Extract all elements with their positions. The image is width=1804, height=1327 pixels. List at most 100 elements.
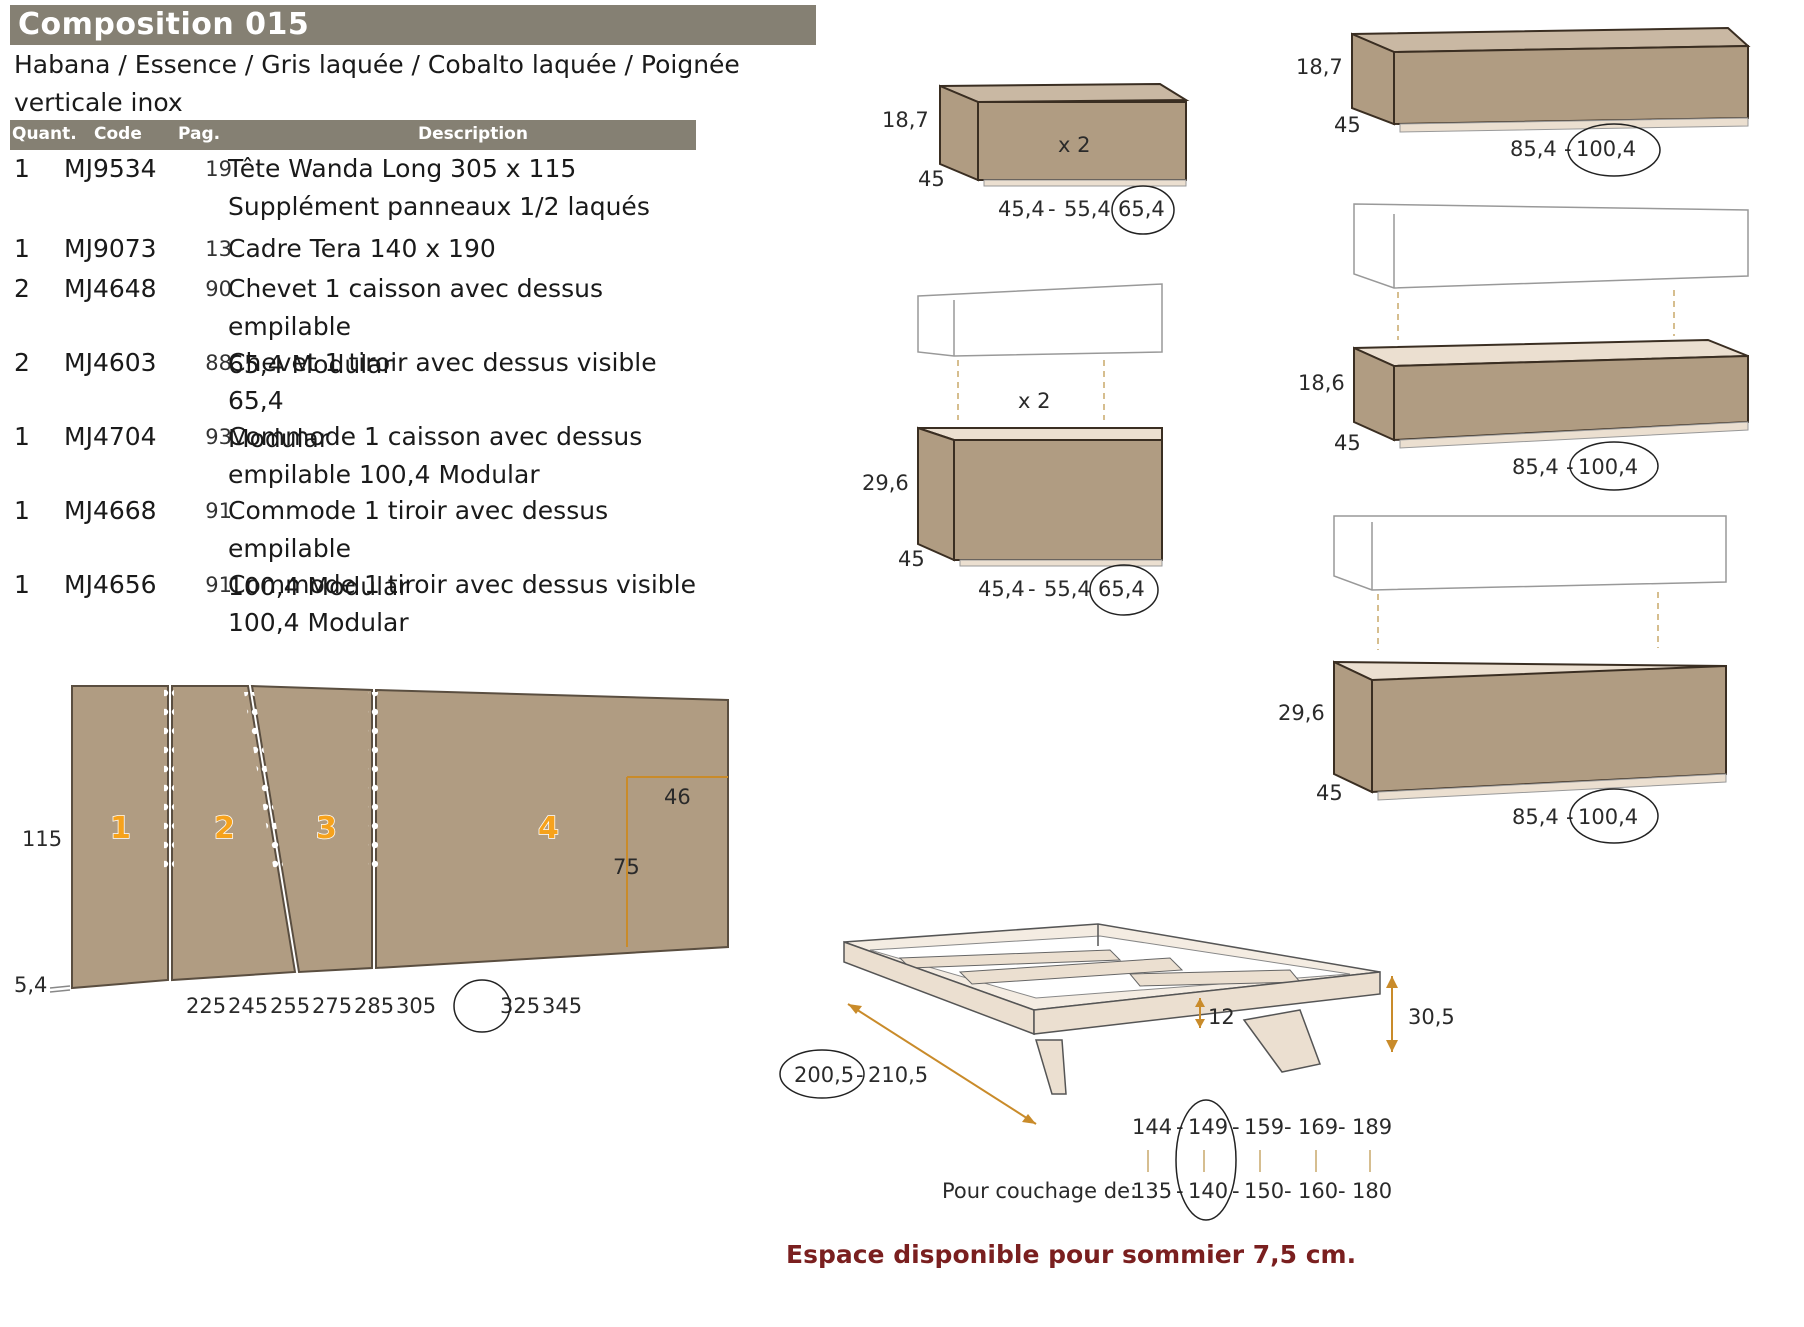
svg-text:-: - <box>1028 577 1036 601</box>
svg-text:-: - <box>1232 1179 1240 1203</box>
stud-strip <box>164 688 174 873</box>
row-code: MJ9534 <box>64 154 157 183</box>
row-qty: 1 <box>14 422 30 451</box>
couchage-option: 180 <box>1352 1179 1392 1203</box>
row-code: MJ4603 <box>64 348 157 377</box>
selected-circle <box>1567 123 1661 177</box>
row-qty: 2 <box>14 348 30 377</box>
couchage-option-selected: 140 <box>1188 1179 1228 1203</box>
row-qty: 1 <box>14 570 30 599</box>
width-option: 245 <box>228 994 268 1018</box>
multiplier: x 2 <box>1058 133 1090 157</box>
dim-depth: 45 <box>898 547 925 571</box>
row-qty: 1 <box>14 234 30 263</box>
headboard-panel-3 <box>250 684 373 974</box>
svg-text:-: - <box>1338 1179 1346 1203</box>
dim-bed-height: 30,5 <box>1408 1005 1455 1029</box>
selected-circle <box>453 979 511 1033</box>
large-cabinet-bottom: 29,6 45 85,4 - 100,4 <box>1278 515 1727 844</box>
small-cabinet-bottom: x 2 29,6 45 45,4 - 55,4 65,4 <box>862 283 1163 616</box>
width-option: 144 <box>1132 1115 1172 1139</box>
dim-depth: 45 <box>918 167 945 191</box>
row-code: MJ4656 <box>64 570 157 599</box>
dim-line-length <box>847 1003 1037 1125</box>
svg-text:-: - <box>1284 1115 1292 1139</box>
width-option-selected: 100,4 <box>1576 137 1636 161</box>
width-option: 255 <box>270 994 310 1018</box>
bed-widths: 144 - 149 - 159 - 169 - 189 Pour couchag… <box>942 1099 1392 1221</box>
width-option: 85,4 <box>1512 455 1559 479</box>
svg-text:-: - <box>1338 1115 1346 1139</box>
dim-height: 18,7 <box>1296 55 1343 79</box>
dim-inner: 12 <box>1208 1005 1235 1029</box>
multiplier: x 2 <box>1018 389 1050 413</box>
panel-number-2: 2 <box>214 811 235 846</box>
dim-base: 5,4 <box>14 973 47 997</box>
col-description: Description <box>418 124 528 144</box>
svg-text:-: - <box>1284 1179 1292 1203</box>
row-page: 90 <box>205 277 232 301</box>
panel-number-3: 3 <box>316 811 337 846</box>
dim-height: 18,6 <box>1298 371 1345 395</box>
width-option: 169 <box>1298 1115 1338 1139</box>
headboard-panel-2 <box>171 685 297 982</box>
row-code: MJ9073 <box>64 234 157 263</box>
svg-text:-: - <box>1232 1115 1240 1139</box>
selected-circle <box>1569 441 1659 491</box>
dim-height: 29,6 <box>1278 701 1325 725</box>
width-option: 55,4 <box>1044 577 1091 601</box>
row-page: 88 <box>205 351 232 375</box>
small-cabinet-top: x 2 18,7 45 45,4 55,4 65,4 - <box>882 82 1190 235</box>
dim-depth: 45 <box>1334 431 1361 455</box>
dim-height: 18,7 <box>882 108 929 132</box>
svg-text:-: - <box>856 1063 864 1087</box>
headboard-panel-4 <box>375 688 729 970</box>
headboard-panel-1 <box>71 685 169 990</box>
selected-circle <box>779 1049 865 1099</box>
bed-frame-drawing: 12 30,5 200,5 - 210,5 144 - 149 - 159 - … <box>779 923 1455 1221</box>
width-option: 55,4 <box>1064 197 1111 221</box>
row-page: 91 <box>205 499 232 523</box>
headboard-drawing: 1 2 3 4 46 75 115 5,4 225 245 255 275 28… <box>14 684 729 1033</box>
stud-strip <box>368 692 378 872</box>
table-header: Quant. Code Pag. Description <box>10 120 696 150</box>
dim-inner-height: 75 <box>613 855 640 879</box>
row-qty: 1 <box>14 496 30 525</box>
col-code: Code <box>94 124 142 144</box>
width-option: 85,4 <box>1512 805 1559 829</box>
width-option: 189 <box>1352 1115 1392 1139</box>
large-cabinet-middle: 18,6 45 85,4 - 100,4 <box>1298 203 1749 491</box>
length-option: 210,5 <box>868 1063 928 1087</box>
width-option: 45,4 <box>998 197 1045 221</box>
title-bar: Composition 015 <box>10 5 816 45</box>
panel-number-4: 4 <box>538 811 559 846</box>
row-page: 19 <box>205 157 232 181</box>
width-option-selected: 149 <box>1188 1115 1228 1139</box>
large-cabinet-top: 18,7 45 85,4 - 100,4 <box>1296 26 1751 177</box>
col-quant: Quant. <box>12 124 77 144</box>
width-option-selected: 100,4 <box>1578 455 1638 479</box>
couchage-label: Pour couchage de: <box>942 1179 1137 1203</box>
drawer-outline <box>1353 203 1749 289</box>
row-page: 93 <box>205 425 232 449</box>
dim-inner-width: 46 <box>664 785 691 809</box>
row-code: MJ4648 <box>64 274 157 303</box>
width-option-selected: 65,4 <box>1118 197 1165 221</box>
width-option: 285 <box>354 994 394 1018</box>
selected-circle <box>1175 1099 1237 1221</box>
selected-circle <box>1111 185 1175 235</box>
couchage-option: 160 <box>1298 1179 1338 1203</box>
row-code: MJ4704 <box>64 422 157 451</box>
stud-strip <box>244 692 284 872</box>
row-qty: 1 <box>14 154 30 183</box>
width-option: 345 <box>542 994 582 1018</box>
row-code: MJ4668 <box>64 496 157 525</box>
selected-circle <box>1089 564 1159 616</box>
width-option-selected: 305 <box>396 994 436 1018</box>
row-desc: Cadre Tera 140 x 190 <box>228 234 496 263</box>
